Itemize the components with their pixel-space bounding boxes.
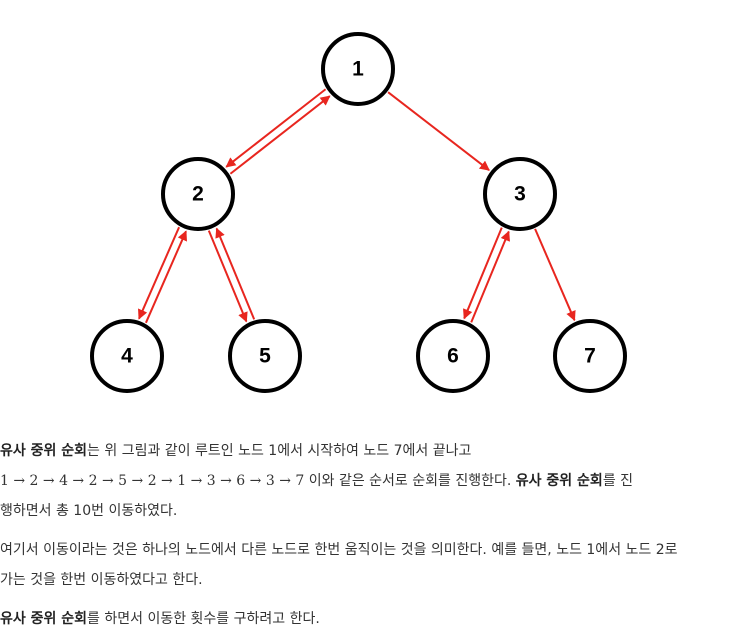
node-label: 5: [259, 345, 271, 368]
sequence-text: 이와 같은 순서로 순회를 진행한다.: [304, 473, 516, 489]
node-label: 7: [584, 345, 596, 368]
edge-2-to-4: [138, 226, 180, 320]
node-circle: [90, 319, 164, 393]
binary-tree-diagram: 1 2 3 4 5 6 7: [90, 32, 627, 393]
node-label: 3: [514, 183, 526, 206]
edge-4-to-2: [145, 230, 187, 324]
paragraph-count: 행하면서 총 10번 이동하였다.: [0, 496, 734, 526]
definition-text: 는 위 그림과 같이 루트인 노드 1에서 시작하여 노드 7에서 끝나고: [87, 443, 472, 459]
edge-2-to-1: [229, 95, 331, 175]
paragraph-definition: 유사 중위 순회는 위 그림과 같이 루트인 노드 1에서 시작하여 노드 7에…: [0, 436, 734, 466]
traversal-sequence: 1 → 2 → 4 → 2 → 5 → 2 → 1 → 3 → 6 → 3 → …: [0, 473, 305, 489]
paragraph-task: 유사 중위 순회를 하면서 이동한 횟수를 구하려고 한다.: [0, 604, 734, 634]
term-pseudo-inorder: 유사 중위 순회: [515, 473, 603, 489]
edge-2-to-5: [207, 230, 248, 323]
node-circle: [161, 157, 235, 231]
tree-node-1: 1: [321, 32, 395, 106]
paragraph-move-definition: 여기서 이동이라는 것은 하나의 노드에서 다른 노드로 한번 움직이는 것을 …: [0, 535, 734, 565]
paragraph-sequence: 1 → 2 → 4 → 2 → 5 → 2 → 1 → 3 → 6 → 3 → …: [0, 466, 734, 496]
tree-node-7: 7: [553, 319, 627, 393]
tree-node-5: 5: [228, 319, 302, 393]
move-definition-text: 여기서 이동이라는 것은 하나의 노드에서 다른 노드로 한번 움직이는 것을 …: [0, 542, 678, 558]
nodes-layer: 1 2 3 4 5 6 7: [90, 32, 627, 393]
edge-3-to-7: [534, 228, 576, 322]
edge-3-to-6: [463, 227, 503, 320]
tree-node-4: 4: [90, 319, 164, 393]
sequence-tail: 를 진: [602, 473, 634, 489]
edges-layer: [138, 88, 576, 324]
tree-node-6: 6: [416, 319, 490, 393]
node-label: 6: [447, 345, 459, 368]
tree-node-3: 3: [483, 157, 557, 231]
node-circle: [321, 32, 395, 106]
move-example-text: 가는 것을 한번 이동하였다고 한다.: [0, 572, 203, 588]
tree-node-2: 2: [161, 157, 235, 231]
edge-6-to-3: [470, 230, 510, 323]
node-circle: [553, 319, 627, 393]
node-label: 2: [192, 183, 204, 206]
term-pseudo-inorder: 유사 중위 순회: [0, 443, 88, 459]
node-circle: [228, 319, 302, 393]
node-label: 4: [121, 345, 133, 368]
node-circle: [483, 157, 557, 231]
node-label: 1: [352, 58, 364, 81]
paragraph-move-example: 가는 것을 한번 이동하였다고 한다.: [0, 565, 734, 595]
task-text: 를 하면서 이동한 횟수를 구하려고 한다.: [87, 611, 320, 627]
edge-1-to-3: [387, 91, 490, 171]
term-pseudo-inorder: 유사 중위 순회: [0, 611, 88, 627]
node-circle: [416, 319, 490, 393]
edge-5-to-2: [215, 227, 256, 320]
edge-1-to-2: [225, 88, 327, 168]
count-text: 행하면서 총 10번 이동하였다.: [0, 503, 178, 519]
